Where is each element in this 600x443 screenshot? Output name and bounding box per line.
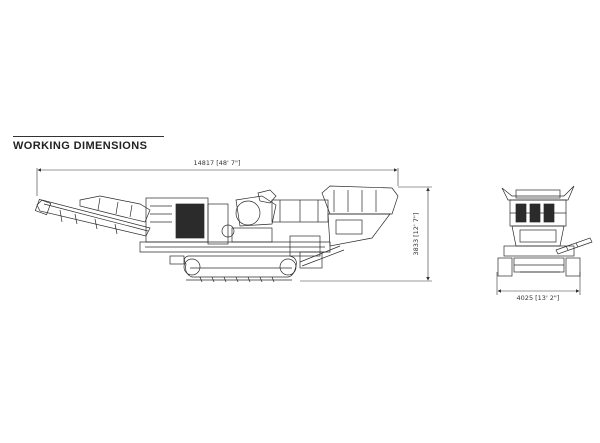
side-view [34,185,399,283]
front-view [497,185,593,277]
length-dimension [36,168,399,196]
length-label: 14817 [48' 7"] [193,159,240,167]
width-label: 4025 [13' 2"] [517,294,560,302]
heading-rule [13,136,164,137]
engine-grille [175,203,205,239]
height-dimension [300,186,432,282]
feed-hopper [299,185,399,267]
track-assembly [169,251,323,283]
discharge-conveyor [34,195,151,237]
section-heading: WORKING DIMENSIONS [13,140,148,152]
width-dimension [496,272,581,295]
chassis [139,189,331,257]
height-label: 3833 [12' 7"] [412,213,420,256]
